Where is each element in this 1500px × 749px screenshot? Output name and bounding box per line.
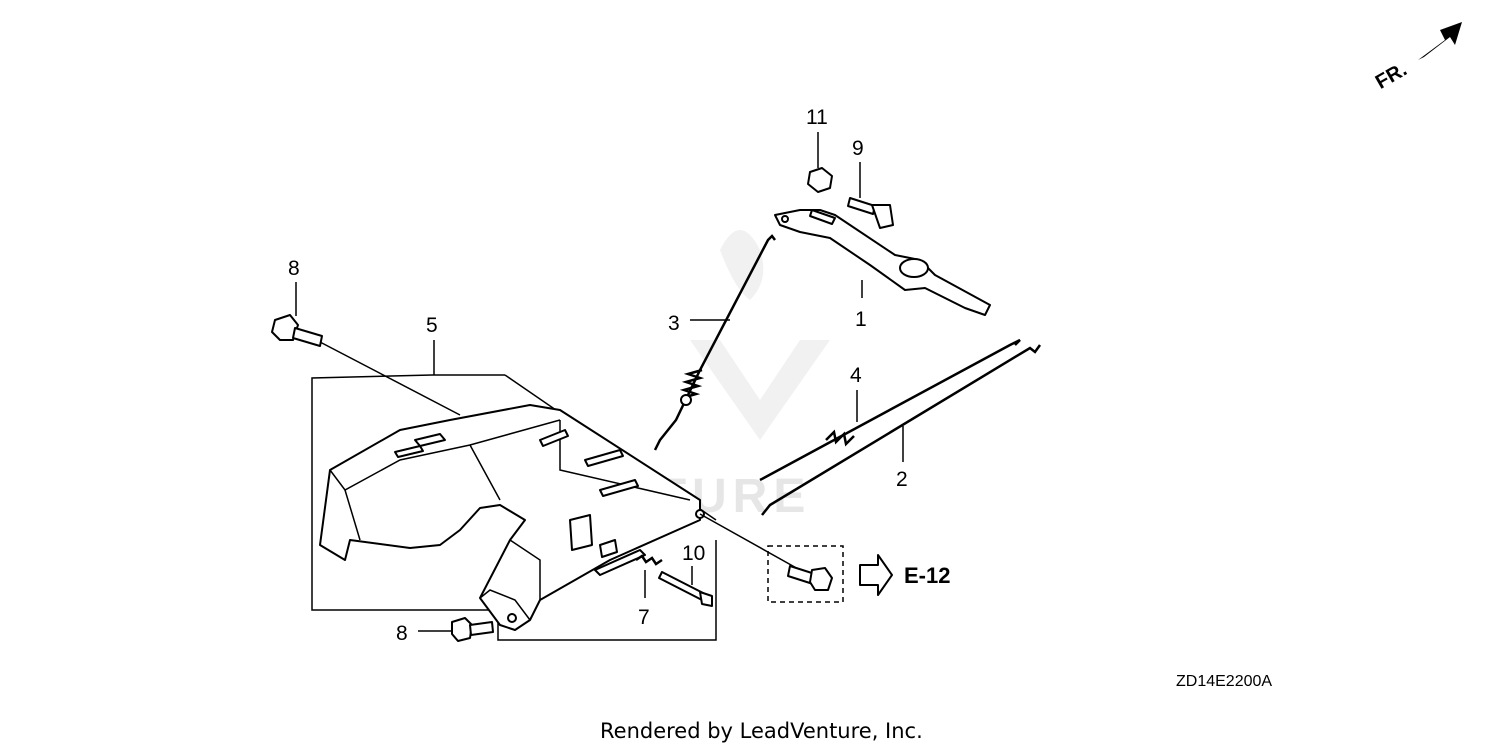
direction-arrow-icon <box>1418 22 1462 60</box>
reference-label: E-12 <box>904 563 950 588</box>
callout-7: 7 <box>638 606 650 629</box>
callout-9: 9 <box>852 137 864 160</box>
callout-8-upper: 8 <box>288 257 300 280</box>
part-9-bolt <box>847 162 894 229</box>
part-3-rod <box>653 234 776 451</box>
part-11-nut <box>807 132 833 193</box>
callout-8-lower: 8 <box>396 622 408 645</box>
rendered-by-credit: Rendered by LeadVenture, Inc. <box>600 719 923 743</box>
part-4-rod <box>759 338 1021 482</box>
part-1-lever <box>774 209 991 316</box>
callout-10: 10 <box>682 542 705 565</box>
direction-label: FR. <box>1372 59 1411 94</box>
part-8-bolt-lower <box>418 617 494 642</box>
callout-11: 11 <box>806 106 828 129</box>
callout-3: 3 <box>668 312 680 335</box>
part-10-screw <box>658 566 713 607</box>
callout-1: 1 <box>855 308 867 331</box>
part-2-rod <box>761 344 1042 516</box>
reference-arrow-icon <box>859 554 893 596</box>
diagram-code: ZD14E2200A <box>1176 673 1272 690</box>
callout-2: 2 <box>896 468 908 491</box>
callout-5: 5 <box>426 314 438 337</box>
part-7-spring <box>635 554 663 598</box>
callout-4: 4 <box>850 364 862 387</box>
part-5-cover <box>311 374 717 641</box>
part-8-bolt-upper <box>271 314 461 416</box>
reference-bolt-box <box>699 513 844 603</box>
watermark-logo <box>690 230 830 440</box>
front-direction-indicator: FR. <box>1372 22 1462 94</box>
